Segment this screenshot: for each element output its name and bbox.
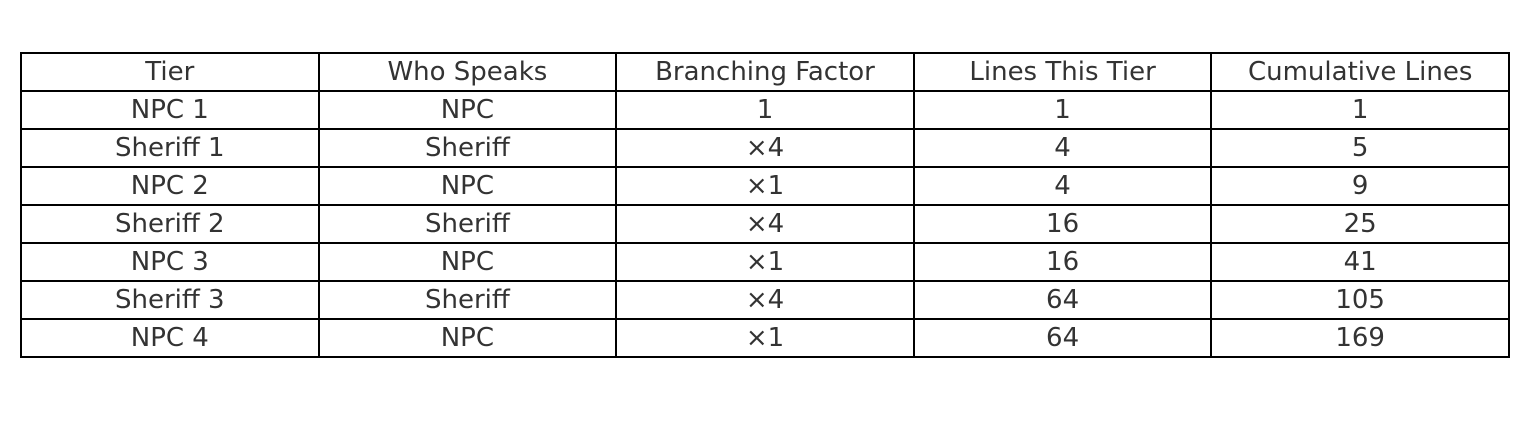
table-header-row: Tier Who Speaks Branching Factor Lines T… — [20, 52, 1510, 92]
cell-branching-factor: ×4 — [615, 280, 915, 320]
table-row: NPC 4 NPC ×1 64 169 — [20, 318, 1510, 358]
cell-cumulative-lines: 1 — [1210, 90, 1510, 130]
header-cell-who-speaks: Who Speaks — [317, 52, 618, 92]
cell-lines-this-tier: 4 — [912, 166, 1213, 206]
cell-tier: NPC 1 — [20, 90, 320, 130]
table-row: Sheriff 2 Sheriff ×4 16 25 — [20, 204, 1510, 244]
cell-cumulative-lines: 169 — [1210, 318, 1510, 358]
cell-tier: Sheriff 2 — [20, 204, 320, 244]
cell-tier: Sheriff 3 — [20, 280, 320, 320]
cell-lines-this-tier: 64 — [912, 280, 1213, 320]
cell-cumulative-lines: 41 — [1210, 242, 1510, 282]
cell-branching-factor: ×4 — [615, 204, 915, 244]
cell-tier: NPC 3 — [20, 242, 320, 282]
cell-tier: NPC 4 — [20, 318, 320, 358]
table-row: Sheriff 1 Sheriff ×4 4 5 — [20, 128, 1510, 168]
cell-lines-this-tier: 4 — [912, 128, 1213, 168]
table-row: Sheriff 3 Sheriff ×4 64 105 — [20, 280, 1510, 320]
cell-lines-this-tier: 16 — [912, 204, 1213, 244]
header-cell-lines-this-tier: Lines This Tier — [912, 52, 1213, 92]
cell-who-speaks: NPC — [317, 318, 618, 358]
data-table: Tier Who Speaks Branching Factor Lines T… — [20, 52, 1510, 358]
cell-tier: Sheriff 1 — [20, 128, 320, 168]
cell-cumulative-lines: 5 — [1210, 128, 1510, 168]
cell-who-speaks: NPC — [317, 242, 618, 282]
header-cell-cumulative-lines: Cumulative Lines — [1210, 52, 1510, 92]
cell-who-speaks: Sheriff — [317, 204, 618, 244]
cell-branching-factor: ×1 — [615, 166, 915, 206]
cell-who-speaks: Sheriff — [317, 128, 618, 168]
cell-cumulative-lines: 25 — [1210, 204, 1510, 244]
cell-who-speaks: NPC — [317, 90, 618, 130]
table-row: NPC 1 NPC 1 1 1 — [20, 90, 1510, 130]
cell-lines-this-tier: 64 — [912, 318, 1213, 358]
cell-lines-this-tier: 1 — [912, 90, 1213, 130]
cell-branching-factor: ×4 — [615, 128, 915, 168]
table-row: NPC 2 NPC ×1 4 9 — [20, 166, 1510, 206]
header-cell-branching-factor: Branching Factor — [615, 52, 915, 92]
cell-branching-factor: 1 — [615, 90, 915, 130]
cell-lines-this-tier: 16 — [912, 242, 1213, 282]
cell-cumulative-lines: 9 — [1210, 166, 1510, 206]
cell-who-speaks: Sheriff — [317, 280, 618, 320]
cell-tier: NPC 2 — [20, 166, 320, 206]
cell-cumulative-lines: 105 — [1210, 280, 1510, 320]
cell-branching-factor: ×1 — [615, 242, 915, 282]
data-table-container: Tier Who Speaks Branching Factor Lines T… — [20, 52, 1510, 358]
header-cell-tier: Tier — [20, 52, 320, 92]
cell-branching-factor: ×1 — [615, 318, 915, 358]
cell-who-speaks: NPC — [317, 166, 618, 206]
table-row: NPC 3 NPC ×1 16 41 — [20, 242, 1510, 282]
